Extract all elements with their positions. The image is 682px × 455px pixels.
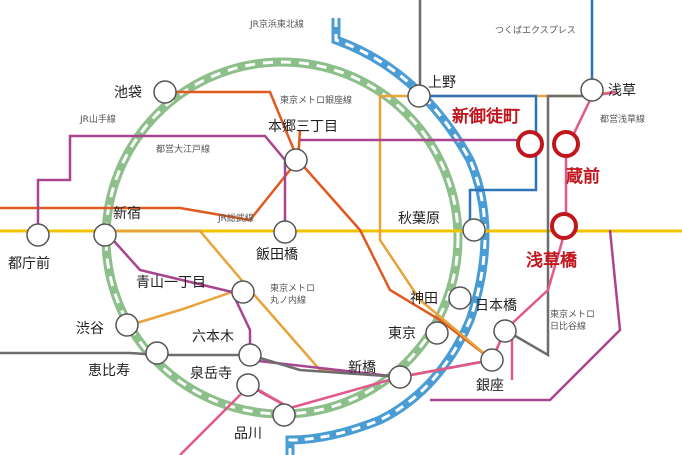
station-kuramae[interactable]	[552, 130, 580, 158]
station-shin-okachimachi[interactable]	[516, 130, 544, 158]
label-jr-keihin-tohoku: JR京浜東北線	[249, 18, 304, 30]
label-shibuya: 渋谷	[76, 321, 104, 337]
label-roppongi: 六本木	[192, 329, 234, 345]
label-jr-yamanote: JR山手線	[79, 113, 116, 125]
station-ikebukuro[interactable]	[153, 80, 177, 104]
station-asakusabashi[interactable]	[550, 212, 578, 240]
label-iidabashi: 飯田橋	[256, 246, 298, 263]
station-ueno[interactable]	[407, 84, 431, 108]
label-tokyo: 東京	[388, 326, 416, 342]
label-toei-oedo: 都営大江戸線	[156, 143, 210, 155]
label-metro-ginza: 東京メトロ銀座線	[280, 94, 352, 106]
station-tochomae[interactable]	[26, 223, 50, 247]
station-shinagawa[interactable]	[272, 403, 296, 427]
station-asakusa[interactable]	[580, 78, 604, 102]
label-kuramae: 蔵前	[566, 166, 600, 187]
station-iidabashi[interactable]	[273, 220, 297, 244]
label-nihombashi: 日本橋	[475, 298, 517, 314]
label-akihabara: 秋葉原	[398, 211, 440, 227]
station-aoyama-itchome[interactable]	[231, 280, 255, 304]
oedo-line	[36, 134, 622, 410]
label-tochomae: 都庁前	[8, 255, 50, 272]
label-hongo-sanchome: 本郷三丁目	[268, 119, 338, 135]
highlight-markers	[516, 130, 580, 240]
label-toei-asakusa: 都営浅草線	[600, 113, 645, 125]
label-sengakuji: 泉岳寺	[190, 365, 232, 382]
label-asakusabashi: 浅草橋	[526, 250, 578, 271]
station-hongo-sanchome[interactable]	[284, 148, 308, 172]
station-ebisu[interactable]	[145, 341, 169, 365]
station-shinjuku[interactable]	[93, 223, 117, 247]
station-tokyo[interactable]	[425, 321, 449, 345]
station-akihabara[interactable]	[462, 218, 486, 242]
label-metro-hibiya-1: 東京メトロ	[550, 308, 595, 320]
label-jr-sobu: JR総武線	[217, 212, 254, 224]
station-nihombashi[interactable]	[493, 319, 517, 343]
label-ueno: 上野	[428, 75, 456, 91]
label-ebisu: 恵比寿	[88, 362, 130, 379]
station-shimbashi[interactable]	[388, 365, 412, 389]
label-metro-marunouchi-1: 東京メトロ	[270, 282, 315, 294]
station-kanda[interactable]	[448, 286, 472, 310]
label-ginza: 銀座	[476, 378, 504, 394]
label-shinagawa: 品川	[234, 426, 262, 442]
ginza-line	[129, 90, 617, 361]
label-shinjuku: 新宿	[113, 205, 141, 222]
label-kanda: 神田	[410, 291, 438, 307]
label-ikebukuro: 池袋	[114, 85, 142, 101]
label-metro-hibiya-2: 日比谷線	[550, 320, 586, 332]
label-aoyama-itchome: 青山一丁目	[136, 275, 206, 291]
keihin-tohoku-line-dash	[288, 18, 487, 455]
station-markers	[26, 78, 604, 427]
label-asakusa: 浅草	[608, 83, 636, 99]
station-sengakuji[interactable]	[236, 373, 260, 397]
label-tsukuba-express: つくばエクスプレス	[495, 25, 576, 36]
station-ginza[interactable]	[480, 348, 504, 372]
label-shimbashi: 新橋	[348, 360, 376, 376]
label-metro-marunouchi-2: 丸ノ内線	[270, 294, 306, 306]
station-shibuya[interactable]	[115, 313, 139, 337]
label-shin-okachimachi: 新御徒町	[452, 106, 520, 127]
station-roppongi[interactable]	[238, 343, 262, 367]
